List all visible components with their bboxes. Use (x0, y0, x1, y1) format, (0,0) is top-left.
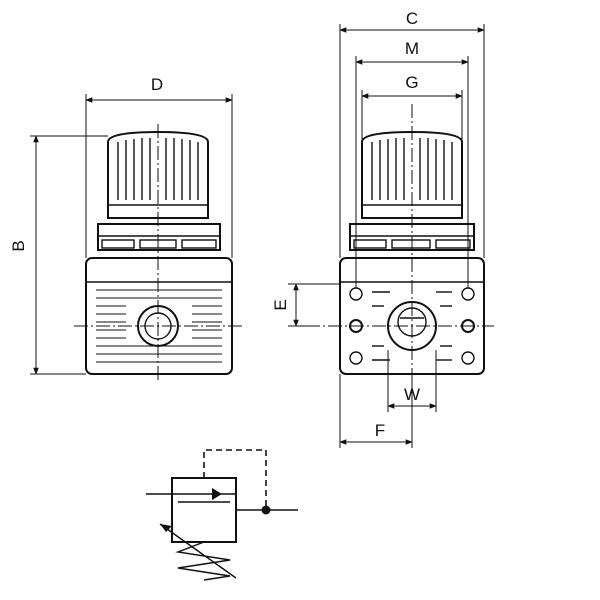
regulator-symbol (146, 449, 298, 581)
label-g: G (405, 73, 418, 92)
label-f: F (375, 421, 385, 440)
dimension-b: B (9, 135, 108, 375)
screw-top-left (349, 287, 363, 301)
body-front (85, 257, 233, 375)
label-b: B (9, 240, 28, 251)
side-view: C M G E W (271, 9, 494, 448)
bonnet-front (97, 223, 221, 251)
pilot-line (203, 449, 267, 506)
label-d: D (151, 75, 163, 94)
screw-bottom-right (461, 351, 475, 365)
dimension-e: E (271, 283, 340, 327)
adjustable-arrow (159, 523, 237, 579)
dimension-m: M (355, 39, 469, 288)
label-c: C (406, 9, 418, 28)
dimension-g: G (361, 73, 463, 140)
adjustment-knob-front (107, 130, 209, 219)
dimension-f: F (339, 374, 413, 448)
dimension-c: C (339, 9, 485, 258)
label-m: M (405, 39, 419, 58)
screw-bottom-left (349, 351, 363, 365)
dimension-d: D (85, 75, 233, 258)
spring (175, 541, 231, 581)
screw-top-right (461, 287, 475, 301)
valve-box (171, 477, 237, 543)
label-e: E (271, 299, 290, 310)
front-view: B D (9, 75, 244, 382)
junction-dot (261, 505, 271, 515)
